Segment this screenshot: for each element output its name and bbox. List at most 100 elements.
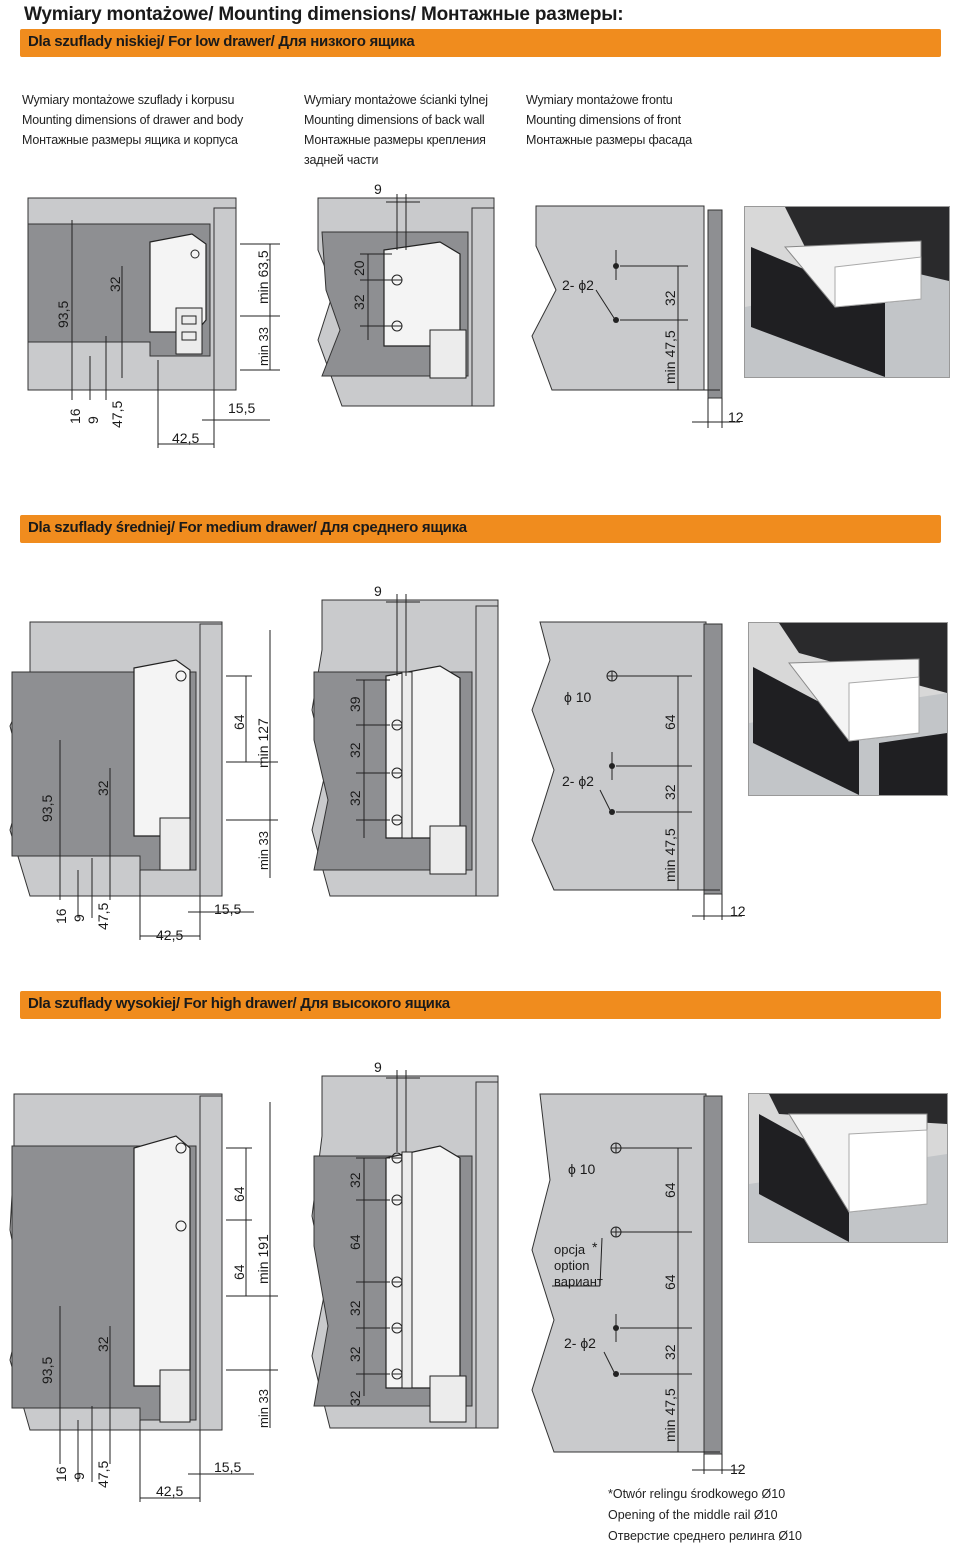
high-back-dim-32b: 32 bbox=[347, 1300, 363, 1316]
high-dim-16: 16 bbox=[53, 1466, 69, 1482]
medium-dim-47-5: 47,5 bbox=[95, 903, 111, 930]
section-heading-high: Dla szuflady wysokiej/ For high drawer/ … bbox=[20, 991, 941, 1019]
caption-back-ru-2: задней части bbox=[304, 153, 379, 167]
high-drawer-photo bbox=[748, 1093, 948, 1243]
low-dim-9: 9 bbox=[85, 416, 101, 424]
high-dim-42-5: 42,5 bbox=[156, 1483, 183, 1499]
page-title: Wymiary montażowe/ Mounting dimensions/ … bbox=[24, 4, 624, 25]
high-dim-93-5: 93,5 bbox=[39, 1357, 55, 1384]
medium-dim-min-127: min 127 bbox=[255, 718, 271, 768]
low-front-drawing: 2- ϕ2 32 min 47,5 12 bbox=[531, 205, 744, 428]
caption-body-en: Mounting dimensions of drawer and body bbox=[22, 113, 244, 127]
caption-front-ru: Монтажные размеры фасада bbox=[526, 133, 692, 147]
low-dim-32: 32 bbox=[107, 276, 123, 292]
section-heading-medium-text: Dla szuflady średniej/ For medium drawer… bbox=[28, 519, 467, 536]
medium-dim-15-5: 15,5 bbox=[214, 901, 241, 917]
high-back-dim-64: 64 bbox=[347, 1234, 363, 1250]
caption-back-pl: Wymiary montażowe ścianki tylnej bbox=[304, 93, 488, 107]
caption-back-ru: Монтажные размеры крепления bbox=[304, 133, 486, 147]
high-back-dim-32a: 32 bbox=[347, 1172, 363, 1188]
low-dim-min-33: min 33 bbox=[256, 327, 271, 366]
high-dim-15-5: 15,5 bbox=[214, 1459, 241, 1475]
footnote: *Otwór relingu środkowego Ø10 Opening of… bbox=[608, 1484, 802, 1547]
low-dim-15-5: 15,5 bbox=[228, 400, 255, 416]
medium-front-dim-hole2: 2- ϕ2 bbox=[562, 773, 594, 789]
high-front-dim-64a: 64 bbox=[662, 1182, 678, 1198]
low-front-dim-hole: 2- ϕ2 bbox=[562, 277, 594, 293]
caption-body-pl: Wymiary montażowe szuflady i korpusu bbox=[22, 93, 235, 107]
high-dim-47-5: 47,5 bbox=[95, 1461, 111, 1488]
low-body-drawing: 93,5 32 min 63,5 min 33 16 9 47,5 42,5 1… bbox=[27, 197, 280, 448]
caption-front-en: Mounting dimensions of front bbox=[526, 113, 681, 127]
high-front-asterisk: * bbox=[592, 1239, 598, 1255]
high-back-dim-32d: 32 bbox=[347, 1390, 363, 1406]
medium-dim-min-33: min 33 bbox=[256, 831, 271, 870]
high-back-drawing: 9 32 64 32 32 32 bbox=[311, 1059, 499, 1429]
section-heading-low-text: Dla szuflady niskiej/ For low drawer/ Дл… bbox=[28, 33, 415, 50]
section-heading-medium: Dla szuflady średniej/ For medium drawer… bbox=[20, 515, 941, 543]
medium-back-dim-9: 9 bbox=[374, 583, 382, 599]
low-dim-42-5: 42,5 bbox=[172, 430, 199, 446]
low-drawer-photo bbox=[744, 206, 950, 378]
medium-back-dim-39: 39 bbox=[347, 696, 363, 712]
high-back-dim-9: 9 bbox=[374, 1059, 382, 1075]
medium-dim-93-5: 93,5 bbox=[39, 795, 55, 822]
caption-body: Wymiary montażowe szuflady i korpusu Mou… bbox=[22, 90, 243, 150]
low-back-dim-32: 32 bbox=[351, 294, 367, 310]
high-front-dim-min-47-5: min 47,5 bbox=[662, 1388, 678, 1442]
medium-front-dim-min-47-5: min 47,5 bbox=[662, 828, 678, 882]
medium-front-dim-hole10: ϕ 10 bbox=[564, 689, 592, 705]
low-back-dim-20: 20 bbox=[351, 260, 367, 276]
medium-front-dim-12: 12 bbox=[730, 903, 746, 919]
medium-body-drawing: 93,5 32 64 min 127 min 33 16 9 47,5 42,5… bbox=[9, 621, 278, 943]
low-back-dim-9: 9 bbox=[374, 181, 382, 197]
medium-dim-16: 16 bbox=[53, 908, 69, 924]
high-front-dim-32: 32 bbox=[662, 1344, 678, 1360]
medium-dim-32: 32 bbox=[95, 780, 111, 796]
high-dim-32: 32 bbox=[95, 1336, 111, 1352]
medium-front-dim-32: 32 bbox=[662, 784, 678, 800]
high-back-dim-32c: 32 bbox=[347, 1346, 363, 1362]
high-body-drawing: 93,5 32 64 64 min 191 min 33 16 9 47,5 4… bbox=[9, 1093, 278, 1502]
caption-front-pl: Wymiary montażowe frontu bbox=[526, 93, 673, 107]
medium-dim-64: 64 bbox=[231, 714, 247, 730]
medium-back-dim-32a: 32 bbox=[347, 742, 363, 758]
footnote-ru: Отверстие среднего релинга Ø10 bbox=[608, 1529, 802, 1543]
high-front-option-en: option bbox=[554, 1258, 589, 1273]
footnote-en: Opening of the middle rail Ø10 bbox=[608, 1508, 778, 1522]
high-dim-64a: 64 bbox=[231, 1186, 247, 1202]
caption-front: Wymiary montażowe frontu Mounting dimens… bbox=[526, 90, 692, 150]
high-dim-9: 9 bbox=[71, 1472, 87, 1480]
section-heading-low: Dla szuflady niskiej/ For low drawer/ Дл… bbox=[20, 29, 941, 57]
high-dim-min-33: min 33 bbox=[256, 1389, 271, 1428]
caption-back-en: Mounting dimensions of back wall bbox=[304, 113, 485, 127]
medium-dim-42-5: 42,5 bbox=[156, 927, 183, 943]
low-front-dim-32: 32 bbox=[662, 290, 678, 306]
medium-back-dim-32b: 32 bbox=[347, 790, 363, 806]
high-front-dim-hole2: 2- ϕ2 bbox=[564, 1335, 596, 1351]
low-front-dim-min-47-5: min 47,5 bbox=[662, 330, 678, 384]
high-front-option-pl: opcja bbox=[554, 1242, 586, 1257]
low-front-dim-12: 12 bbox=[728, 409, 744, 425]
footnote-pl: *Otwór relingu środkowego Ø10 bbox=[608, 1487, 786, 1501]
low-dim-16: 16 bbox=[67, 408, 83, 424]
medium-drawer-photo bbox=[748, 622, 948, 796]
high-front-dim-hole10: ϕ 10 bbox=[568, 1161, 596, 1177]
high-front-dim-12: 12 bbox=[730, 1461, 746, 1477]
section-heading-high-text: Dla szuflady wysokiej/ For high drawer/ … bbox=[28, 995, 450, 1012]
medium-front-drawing: ϕ 10 2- ϕ2 64 32 min 47,5 12 bbox=[531, 621, 746, 920]
low-dim-min-63-5: min 63,5 bbox=[255, 250, 271, 304]
high-front-dim-64b: 64 bbox=[662, 1274, 678, 1290]
high-front-drawing: ϕ 10 opcja option вариант * 2- ϕ2 64 64 … bbox=[531, 1093, 746, 1477]
high-front-option-ru: вариант bbox=[554, 1274, 603, 1289]
medium-front-dim-64: 64 bbox=[662, 714, 678, 730]
high-dim-64b: 64 bbox=[231, 1264, 247, 1280]
caption-body-ru: Монтажные размеры ящика и корпуса bbox=[22, 133, 238, 147]
high-dim-min-191: min 191 bbox=[255, 1234, 271, 1284]
low-dim-47-5: 47,5 bbox=[109, 401, 125, 428]
medium-back-drawing: 9 39 32 32 bbox=[311, 583, 499, 897]
low-back-drawing: 9 20 32 bbox=[317, 181, 495, 407]
low-dim-93-5: 93,5 bbox=[55, 301, 71, 328]
medium-dim-9: 9 bbox=[71, 914, 87, 922]
caption-back: Wymiary montażowe ścianki tylnej Mountin… bbox=[304, 90, 488, 170]
